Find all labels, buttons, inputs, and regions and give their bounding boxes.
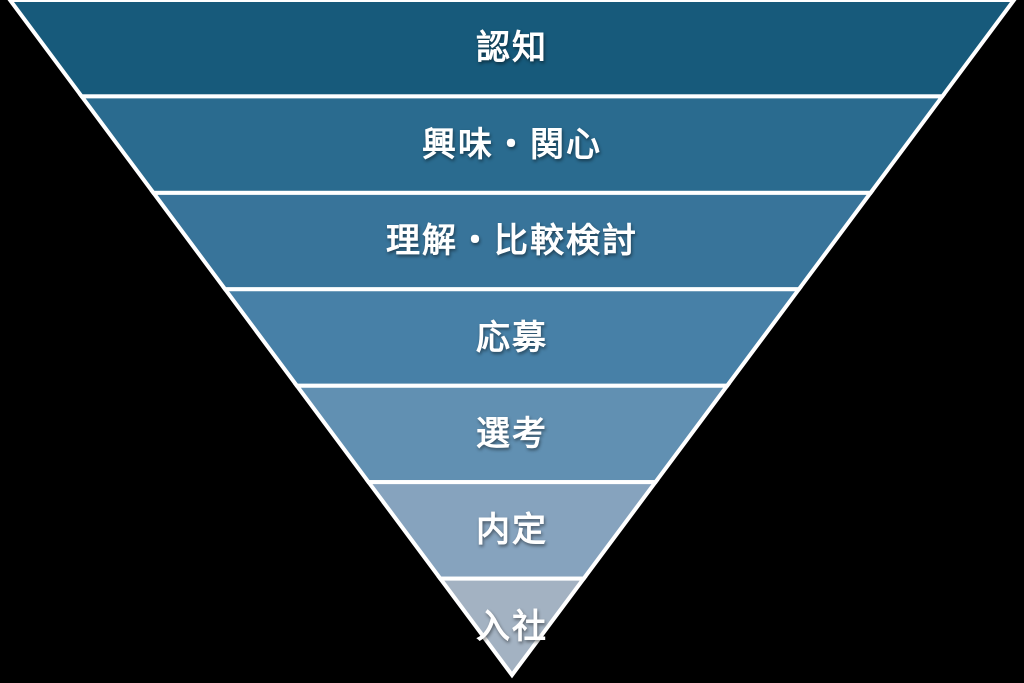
funnel-stage-shape [149,190,875,292]
funnel-stage-shape [221,287,803,388]
funnel-stage-shape [436,576,588,679]
funnel-stage-shape [364,480,660,581]
funnel-stage-shape [7,0,1017,99]
funnel-stage-shape [292,383,732,485]
funnel-stage-shape [77,94,947,195]
